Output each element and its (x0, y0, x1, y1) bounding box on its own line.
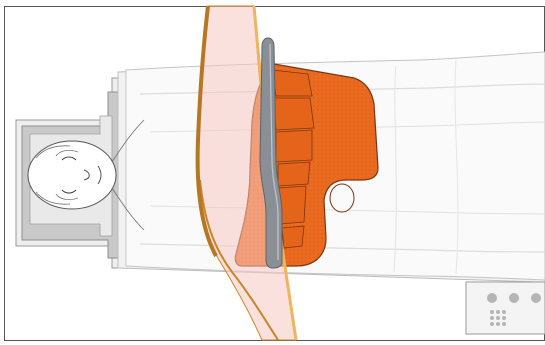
keypad-icon (490, 310, 506, 326)
control-panel (465, 281, 545, 335)
patient-face-icon (27, 119, 145, 231)
control-buttons-icon (487, 293, 541, 303)
immobilization-bar (259, 37, 283, 269)
